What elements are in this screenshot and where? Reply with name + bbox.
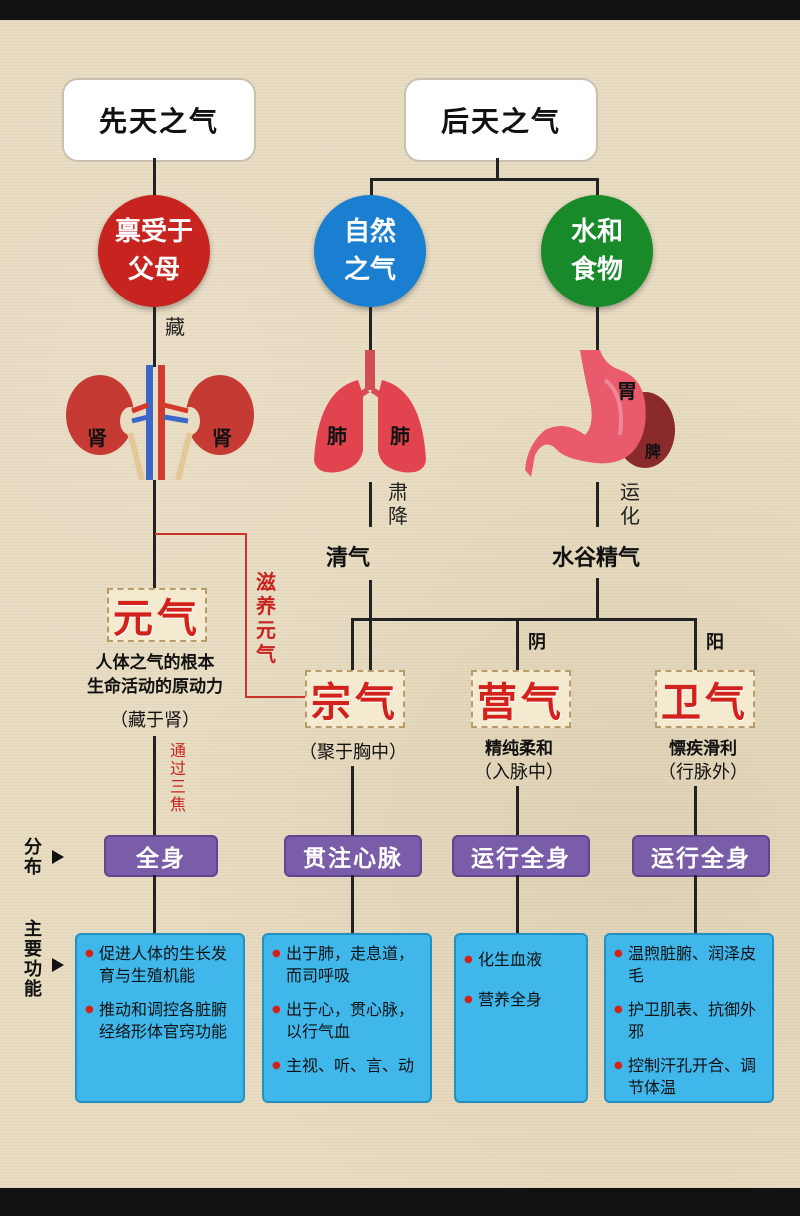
source-air-circle: 自然之气 [314,195,426,307]
label-yunhua: 运化 [618,480,642,528]
func-item: 营养全身 [464,989,578,1011]
connector-line [694,786,697,836]
label-shuigu: 水谷精气 [552,546,641,571]
connector-line [516,618,519,688]
func-item: 促进人体的生长发育与生殖机能 [85,943,235,987]
connector-line [153,875,156,933]
weiqi-desc: 慓疾滑利 [669,739,737,759]
source-text: 父母 [127,255,180,285]
source-food-circle: 水和食物 [541,195,653,307]
side-label-fenbu: 分布 [24,837,42,878]
label-cang: 藏 [165,315,185,339]
connector-line [369,580,372,690]
connector-line [370,178,599,181]
func-item: 出于心，贯心脉，以行气血 [272,999,422,1043]
connector-line [369,482,372,527]
connector-line [351,766,354,836]
source-text: 自然 [343,217,396,247]
dist-yuanqi: 全身 [104,835,218,877]
func-item: 主视、听、言、动 [272,1055,422,1077]
func-item: 护卫肌表、抗御外邪 [614,999,764,1043]
connector-line [496,158,499,180]
spleen-label: 脾 [645,442,662,461]
connector-line [153,158,156,218]
func-weiqi: 温煦脏腑、润泽皮毛 护卫肌表、抗御外邪 控制汗孔开合、调节体温 [604,933,774,1103]
nourish-line [155,533,246,535]
label-ziyang-text: 滋养元气 [256,570,276,666]
connector-line [516,786,519,836]
source-text: 禀受于 [114,217,193,247]
label-tongguo: 通过三焦 [166,742,190,814]
stomach-illustration [525,350,675,477]
source-text: 之气 [343,255,396,285]
connector-line [516,875,519,933]
source-text: 水和 [570,217,623,247]
dist-weiqi: 运行全身 [632,835,770,877]
source-parents-circle: 禀受于父母 [98,195,210,307]
fenbu-arrow-icon [52,850,64,864]
diagram-canvas: 先天之气 后天之气 禀受于父母 自然之气 水和食物 藏 肾 肾 [0,20,800,1188]
func-item: 温煦脏腑、润泽皮毛 [614,943,764,987]
yuanqi-desc-1: 人体之气的根本 [95,653,215,673]
weiqi-box: 卫气 [655,670,755,728]
kidney-left-label: 肾 [87,426,107,450]
label-yunhua-text: 运化 [620,480,640,528]
func-yingqi: 化生血液 营养全身 [454,933,588,1103]
connector-line [153,480,156,555]
label-ziyang: 滋养元气 [254,570,278,666]
connector-line [153,307,156,367]
zongqi-box: 宗气 [305,670,405,728]
yingqi-note: （入脉中） [474,762,564,783]
zongqi-note: （聚于胸中） [299,742,407,763]
yuanqi-desc-2: 生命活动的原动力 [87,677,223,697]
lungs-illustration [314,350,426,473]
label-sujiang: 肃降 [386,480,410,528]
label-qingqi: 清气 [326,546,371,571]
connector-line [351,618,696,621]
source-text: 食物 [570,255,623,285]
header-houtian: 后天之气 [404,78,598,162]
connector-line [596,307,599,352]
header-xiantian: 先天之气 [62,78,256,162]
yingqi-desc: 精纯柔和 [485,739,553,759]
connector-line [596,482,599,527]
label-yin: 阴 [528,632,546,653]
yuanqi-note: （藏于肾） [110,710,200,731]
zhuyao-arrow-icon [52,958,64,972]
func-yuanqi: 促进人体的生长发育与生殖机能 推动和调控各脏腑经络形体官窍功能 [75,933,245,1103]
label-yang: 阳 [706,632,724,653]
connector-line [694,618,697,688]
func-item: 控制汗孔开合、调节体温 [614,1055,764,1099]
label-tongguo-text: 通过三焦 [169,741,186,814]
connector-line [596,578,599,620]
nourish-line [245,696,307,698]
yingqi-box: 营气 [471,670,571,728]
kidneys-illustration [66,365,254,480]
nourish-line [245,533,247,697]
func-item: 推动和调控各脏腑经络形体官窍功能 [85,999,235,1043]
connector-line [694,875,697,933]
stomach-label: 胃 [617,379,637,403]
connector-line [153,736,156,836]
dist-yingqi: 运行全身 [452,835,590,877]
func-item: 化生血液 [464,949,578,971]
func-item: 出于肺，走息道，而司呼吸 [272,943,422,987]
dist-zongqi: 贯注心脉 [284,835,422,877]
connector-line [369,307,372,367]
side-label-zhuyao: 主要功能 [24,919,42,1000]
func-zongqi: 出于肺，走息道，而司呼吸 出于心，贯心脉，以行气血 主视、听、言、动 [262,933,432,1103]
lung-right-label: 肺 [390,424,410,448]
connector-line [153,553,156,593]
lung-left-label: 肺 [327,424,347,448]
yuanqi-box: 元气 [107,588,207,642]
weiqi-note: （行脉外） [658,762,748,783]
kidney-right-label: 肾 [212,426,232,450]
connector-line [351,875,354,933]
connector-line [351,618,354,688]
label-sujiang-text: 肃降 [388,480,408,528]
